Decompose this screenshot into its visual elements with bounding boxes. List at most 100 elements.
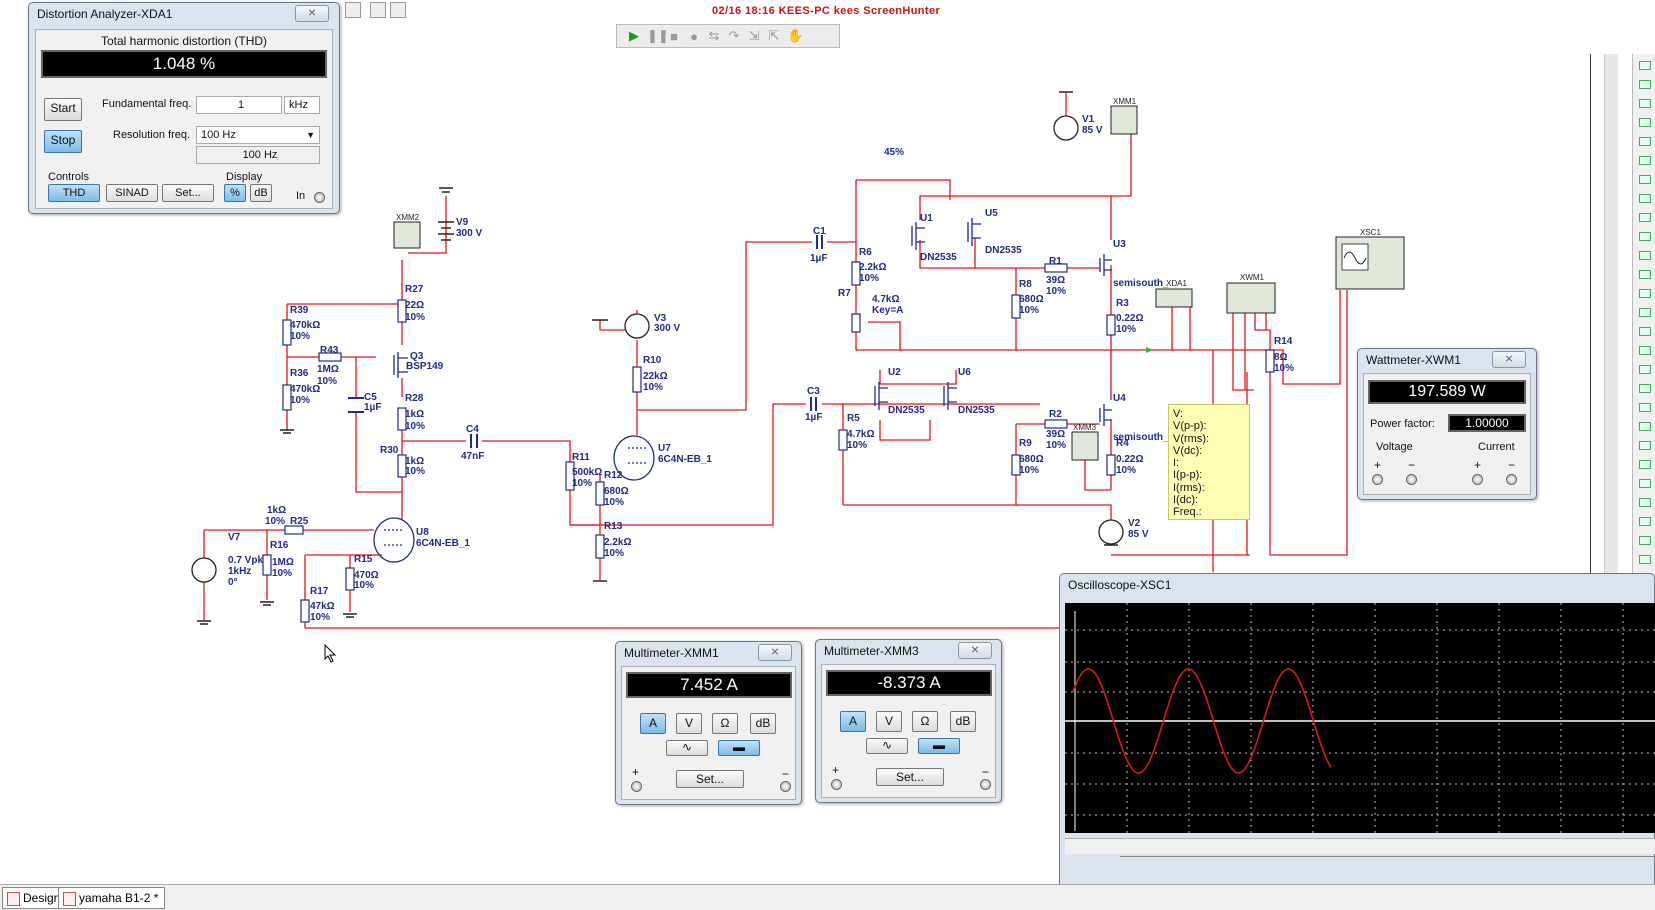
hand-icon[interactable]: ✋ [787, 28, 804, 43]
transistors[interactable] [393, 218, 1112, 426]
db-button[interactable]: dB [950, 711, 976, 732]
step-into-icon[interactable]: ⇲ [748, 28, 760, 43]
svg-text:C3: C3 [807, 386, 820, 397]
breakpoint-icon[interactable]: ● [690, 28, 698, 44]
instrument-tool-icon[interactable] [1639, 365, 1651, 374]
svg-text:C5: C5 [364, 392, 377, 403]
instrument-tool-icon[interactable] [1639, 327, 1651, 336]
current-label: Current [1478, 441, 1515, 453]
instrument-tool-icon[interactable] [1639, 156, 1651, 165]
close-icon[interactable]: ⨯ [958, 642, 992, 659]
fundamental-input[interactable]: 1 [196, 96, 282, 114]
svg-text:0.22Ω: 0.22Ω [1116, 313, 1143, 324]
dc-button[interactable]: ▬ [718, 740, 760, 756]
ammeter-button[interactable]: A [840, 711, 866, 732]
capacitors[interactable] [348, 235, 823, 448]
stop-icon[interactable]: ■ [670, 28, 678, 44]
set-button[interactable]: Set... [876, 768, 944, 786]
svg-text:semisouth_: semisouth_ [1113, 432, 1169, 443]
db-button[interactable]: dB [250, 184, 272, 202]
current-plus-terminal[interactable] [1472, 474, 1483, 485]
input-terminal[interactable] [314, 192, 325, 203]
ac-button[interactable]: ∿ [866, 738, 908, 754]
resolution-select[interactable]: 100 Hz▼ [196, 126, 320, 144]
instrument-tool-icon[interactable] [1639, 422, 1651, 431]
instrument-tool-icon[interactable] [1639, 251, 1651, 260]
instrument-tool-icon[interactable] [1639, 555, 1651, 564]
sinad-button[interactable]: SINAD [106, 184, 158, 202]
step-out-icon[interactable]: ⇱ [768, 28, 780, 43]
tab-yamaha[interactable]: yamaha B1-2 * [58, 887, 166, 909]
toolbar-icon[interactable] [370, 2, 386, 18]
voltmeter-button[interactable]: V [876, 711, 902, 732]
tab-design1[interactable]: Design1 [2, 887, 75, 909]
fundamental-label: Fundamental freq. [102, 98, 192, 110]
close-icon[interactable]: ⨯ [758, 644, 792, 661]
minus-terminal[interactable] [980, 779, 991, 790]
instrument-tool-icon[interactable] [1639, 308, 1651, 317]
step-icon[interactable]: ⇆ [708, 28, 720, 43]
svg-text:R7: R7 [838, 288, 851, 299]
voltage-plus-terminal[interactable] [1372, 474, 1383, 485]
thd-button[interactable]: THD [48, 184, 100, 202]
db-button[interactable]: dB [750, 713, 776, 734]
instrument-tool-icon[interactable] [1639, 175, 1651, 184]
ac-button[interactable]: ∿ [666, 740, 708, 756]
instrument-tool-icon[interactable] [1639, 536, 1651, 545]
start-button[interactable]: Start [44, 98, 82, 121]
power-factor-value: 1.00000 [1448, 414, 1526, 432]
instrument-tool-icon[interactable] [1639, 346, 1651, 355]
oscilloscope-scrollbar[interactable] [1065, 838, 1655, 854]
voltage-minus-terminal[interactable] [1406, 474, 1417, 485]
stop-button[interactable]: Stop [44, 130, 82, 153]
instrument-tool-icon[interactable] [1639, 80, 1651, 89]
step-over-icon[interactable]: ↷ [728, 28, 740, 43]
instrument-tool-icon[interactable] [1639, 137, 1651, 146]
close-button[interactable]: ⨯ [295, 5, 329, 22]
minus-terminal[interactable] [780, 781, 791, 792]
sources[interactable] [191, 115, 1124, 583]
instrument-tool-icon[interactable] [1639, 441, 1651, 450]
plus-terminal[interactable] [831, 779, 842, 790]
svg-text:1µF: 1µF [364, 402, 381, 413]
instrument-tool-icon[interactable] [1639, 232, 1651, 241]
run-icon[interactable]: ▶ [629, 28, 639, 43]
toolbar-icon[interactable] [345, 2, 361, 18]
instrument-tool-icon[interactable] [1639, 99, 1651, 108]
plus-terminal[interactable] [631, 781, 642, 792]
dc-button[interactable]: ▬ [918, 738, 960, 754]
schematic-canvas[interactable]: 45% XMM2 V9 300 V R27 22Ω 10% R39 470kΩ … [0, 0, 1655, 884]
svg-text:1MΩ: 1MΩ [317, 364, 339, 375]
instrument-tool-icon[interactable] [1639, 118, 1651, 127]
toolbar-icon[interactable] [390, 2, 406, 18]
close-icon[interactable]: ⨯ [1492, 351, 1526, 368]
tubes[interactable] [373, 435, 655, 563]
instrument-tool-icon[interactable] [1639, 498, 1651, 507]
instrument-tool-icon[interactable] [1639, 517, 1651, 526]
instrument-tool-icon[interactable] [1639, 403, 1651, 412]
ohmmeter-button[interactable]: Ω [912, 711, 938, 732]
svg-text:47nF: 47nF [461, 451, 484, 462]
voltmeter-button[interactable]: V [676, 713, 702, 734]
instrument-tool-icon[interactable] [1639, 384, 1651, 393]
oscilloscope-screen[interactable] [1065, 603, 1655, 833]
current-minus-terminal[interactable] [1506, 474, 1517, 485]
svg-text:R36: R36 [290, 368, 309, 379]
ammeter-button[interactable]: A [640, 713, 666, 734]
sine-wave-icon: ∿ [681, 740, 693, 754]
instrument-tool-icon[interactable] [1639, 213, 1651, 222]
instrument-tool-icon[interactable] [1639, 460, 1651, 469]
fundamental-unit[interactable]: kHz [284, 96, 320, 114]
resistors[interactable] [262, 261, 1275, 623]
instrument-tool-icon[interactable] [1639, 61, 1651, 70]
instrument-tool-icon[interactable] [1639, 270, 1651, 279]
instrument-tool-icon[interactable] [1639, 194, 1651, 203]
percent-button[interactable]: % [224, 184, 246, 202]
set-button[interactable]: Set... [676, 770, 744, 788]
instrument-icons[interactable] [393, 105, 1405, 461]
set-button[interactable]: Set... [162, 184, 214, 202]
svg-text:V2: V2 [1128, 518, 1141, 529]
instrument-tool-icon[interactable] [1639, 289, 1651, 298]
ohmmeter-button[interactable]: Ω [712, 713, 738, 734]
instrument-tool-icon[interactable] [1639, 479, 1651, 488]
